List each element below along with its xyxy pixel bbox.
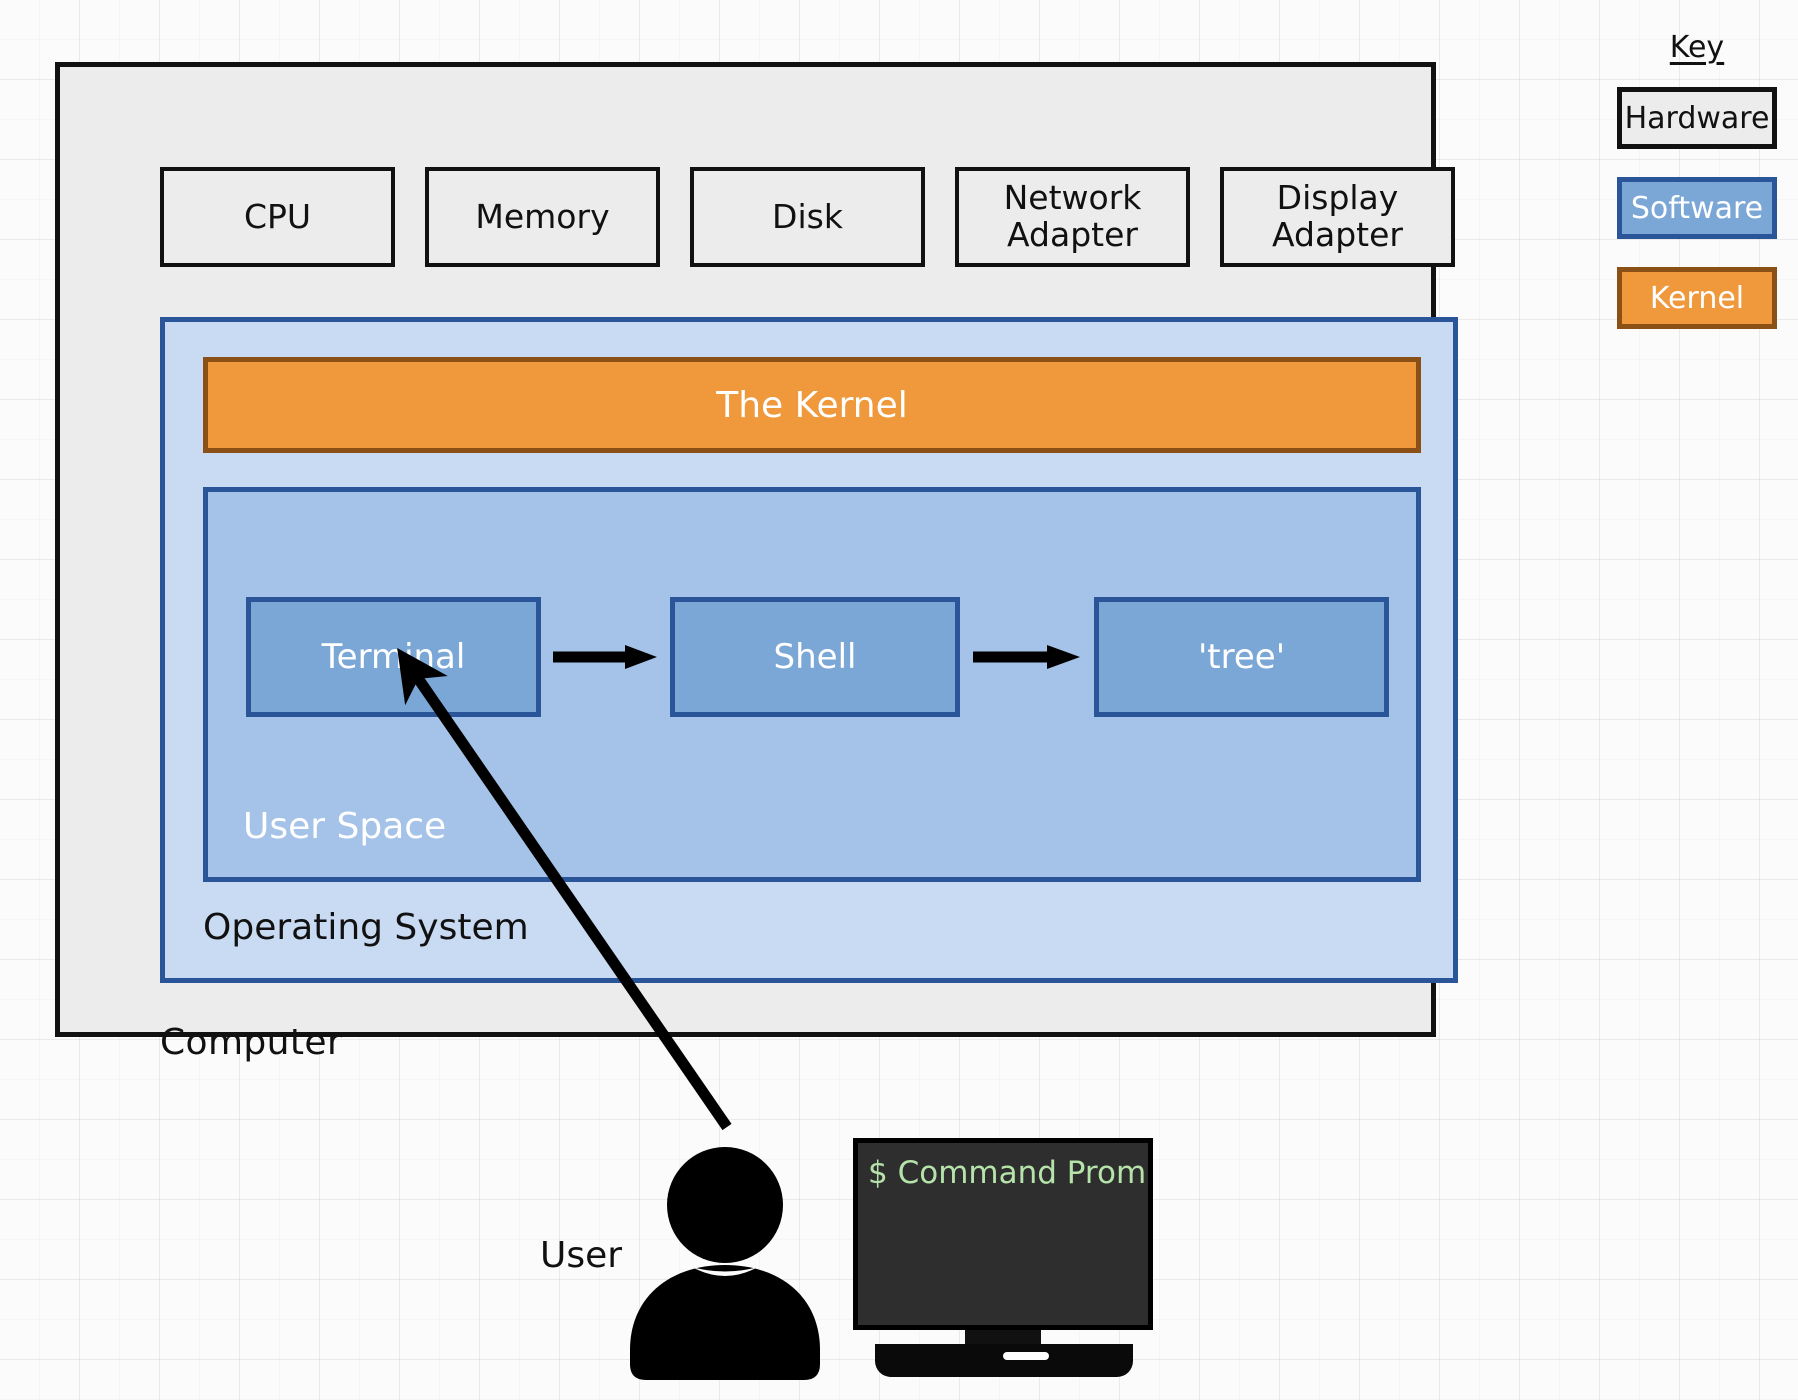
hardware-box-memory[interactable]: Memory (425, 167, 660, 267)
hardware-box-disk[interactable]: Disk (690, 167, 925, 267)
hardware-label: Memory (475, 196, 610, 236)
process-box-terminal[interactable]: Terminal (246, 597, 541, 717)
user-space-container: Terminal Shell 'tree' (203, 487, 1421, 882)
process-box-tree[interactable]: 'tree' (1094, 597, 1389, 717)
process-label: Shell (773, 637, 857, 677)
monitor-base (875, 1344, 1133, 1377)
monitor-neck (965, 1330, 1041, 1346)
kernel-label: The Kernel (716, 384, 908, 426)
key-item-software: Software (1617, 177, 1777, 239)
key-item-hardware: Hardware (1617, 87, 1777, 149)
arrow-terminal-to-shell (553, 644, 658, 670)
command-prompt-text: $ Command Prompt (868, 1155, 1153, 1191)
user-icon (630, 1145, 820, 1380)
key-item-label: Kernel (1649, 280, 1745, 316)
operating-system-label: Operating System (203, 907, 529, 948)
monitor-base-notch (1003, 1352, 1049, 1360)
hardware-label: CPU (243, 196, 312, 236)
operating-system-container: The Kernel Terminal Shell 'tree' (160, 317, 1458, 983)
monitor-screen[interactable]: $ Command Prompt (853, 1138, 1153, 1330)
hardware-label: Disk (772, 196, 843, 236)
key-item-label: Software (1630, 190, 1764, 226)
key-item-label: Hardware (1624, 100, 1770, 136)
key-legend: Key Hardware Software Kernel (1617, 30, 1777, 357)
arrow-shell-to-tree (973, 644, 1081, 670)
user-space-label: User Space (243, 806, 447, 847)
key-item-kernel: Kernel (1617, 267, 1777, 329)
monitor: $ Command Prompt (853, 1138, 1158, 1378)
hardware-box-cpu[interactable]: CPU (160, 167, 395, 267)
key-title: Key (1669, 30, 1725, 65)
kernel-box[interactable]: The Kernel (203, 357, 1421, 453)
process-label: Terminal (321, 637, 466, 677)
computer-label: Computer (160, 1022, 343, 1063)
process-box-shell[interactable]: Shell (670, 597, 960, 717)
process-label: 'tree' (1197, 637, 1286, 677)
user-label: User (540, 1235, 623, 1276)
